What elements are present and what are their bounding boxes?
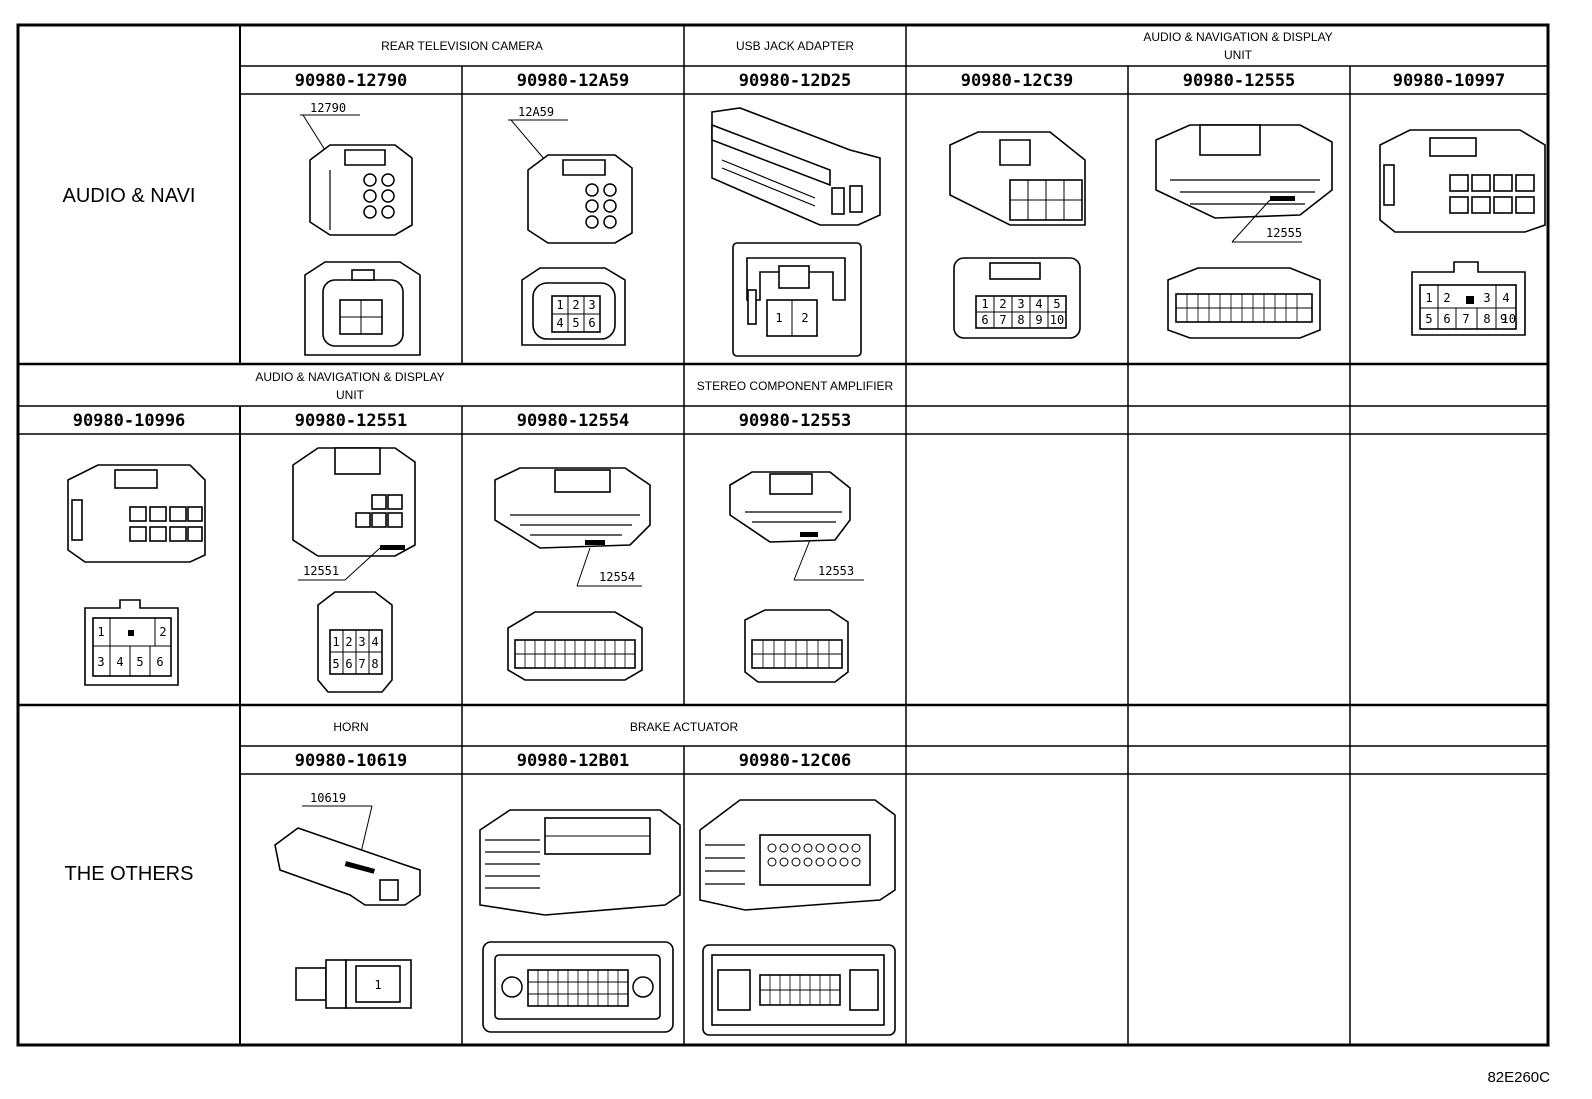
pin-number: 2 [999, 297, 1006, 311]
callout-label: 12553 [818, 564, 854, 578]
pin-number: 1 [981, 297, 988, 311]
connector-12D25: 1 2 [711, 107, 881, 357]
pin-number: 3 [1483, 291, 1490, 305]
part-number: 90980-12C06 [739, 751, 852, 771]
callout-label: 12551 [303, 564, 339, 578]
part-number: 90980-10996 [73, 411, 186, 431]
pin-number: 3 [588, 298, 595, 312]
pin-number: 2 [801, 311, 808, 325]
pin-number: 5 [136, 655, 143, 669]
group-audio-nav-unit: AUDIO & NAVIGATION & DISPLAY [1143, 30, 1332, 44]
part-number: 90980-12554 [517, 411, 630, 431]
part-number: 90980-10619 [295, 751, 408, 771]
group-rear-camera: REAR TELEVISION CAMERA [381, 39, 543, 53]
pin-number: 9 [1035, 313, 1042, 327]
pin-number: 7 [358, 657, 365, 671]
pin-number: 3 [358, 635, 365, 649]
pin-number: 9 [1500, 312, 1507, 326]
callout-label: 12555 [1266, 226, 1302, 240]
connector-12790: 12790 [300, 101, 421, 356]
part-number: 90980-12D25 [739, 71, 852, 91]
group-stereo-amp: STEREO COMPONENT AMPLIFIER [697, 379, 894, 393]
group-brake-actuator: BRAKE ACTUATOR [630, 720, 739, 734]
pin-number: 3 [1017, 297, 1024, 311]
pin-number: 6 [981, 313, 988, 327]
group-audio-nav-unit-2-line2: UNIT [336, 388, 365, 402]
pin-number: 6 [1443, 312, 1450, 326]
part-number: 90980-12C39 [961, 71, 1074, 91]
pin-number: 10 [1050, 313, 1064, 327]
connector-12551: 12551 1 2 3 4 5 6 7 8 [292, 447, 416, 693]
pin-number: 1 [374, 978, 381, 992]
pin-number: 8 [1017, 313, 1024, 327]
connector-12554: 12554 [494, 467, 651, 681]
callout-label: 12790 [310, 101, 346, 115]
pin-number: 2 [345, 635, 352, 649]
part-number: 90980-12551 [295, 411, 408, 431]
connector-12A59: 12A59 1 2 3 4 5 6 [508, 105, 633, 346]
part-number: 90980-12A59 [517, 71, 630, 91]
pin-number: 1 [1425, 291, 1432, 305]
pin-number: 5 [332, 657, 339, 671]
part-number: 90980-12B01 [517, 751, 630, 771]
pin-number: 7 [999, 313, 1006, 327]
pin-number: 6 [156, 655, 163, 669]
category-audio-navi: AUDIO & NAVI [63, 185, 196, 207]
pin-number: 10 [1502, 312, 1516, 326]
group-usb-adapter: USB JACK ADAPTER [736, 39, 854, 53]
part-number: 90980-12790 [295, 71, 408, 91]
pin-number: 5 [572, 316, 579, 330]
pin-number: 6 [345, 657, 352, 671]
connector-10997: 1 2 3 4 5 6 7 8 9 10 [1379, 129, 1546, 336]
pin-number: 2 [1443, 291, 1450, 305]
connector-12553: 12553 [729, 471, 864, 683]
pin-number: 1 [332, 635, 339, 649]
pin-number: 1 [775, 311, 782, 325]
connector-10996: 1 2 3 4 5 6 [67, 464, 206, 686]
pin-number: 1 [556, 298, 563, 312]
pin-number: 4 [371, 635, 378, 649]
group-audio-nav-unit-line2: UNIT [1224, 48, 1253, 62]
pin-number: 4 [1035, 297, 1042, 311]
pin-number: 6 [588, 316, 595, 330]
connector-10619: 10619 1 [274, 791, 421, 1009]
pin-number: 3 [97, 655, 104, 669]
connector-12C06 [699, 799, 896, 1036]
category-the-others: THE OTHERS [65, 863, 194, 885]
connector-12555: 12555 [1155, 124, 1333, 339]
pin-number: 7 [1462, 312, 1469, 326]
pin-number: 1 [97, 625, 104, 639]
part-number: 90980-10997 [1393, 71, 1506, 91]
connector-12C39: 1 2 3 4 5 6 7 8 9 10 [949, 131, 1086, 339]
callout-label: 10619 [310, 791, 346, 805]
pin-number: 2 [159, 625, 166, 639]
part-number: 90980-12555 [1183, 71, 1296, 91]
group-audio-nav-unit-2: AUDIO & NAVIGATION & DISPLAY [255, 370, 444, 384]
pin-number: 8 [371, 657, 378, 671]
connector-12B01 [479, 809, 681, 1033]
table-grid [16, 23, 1550, 1047]
pin-number: 5 [1425, 312, 1432, 326]
pin-number: 4 [116, 655, 123, 669]
callout-label: 12A59 [518, 105, 554, 119]
callout-label: 12554 [599, 570, 635, 584]
pin-number: 2 [572, 298, 579, 312]
pin-number: 4 [556, 316, 563, 330]
figure-code: 82E260C [1487, 1069, 1550, 1086]
part-number: 90980-12553 [739, 411, 852, 431]
pin-number: 4 [1502, 291, 1509, 305]
pin-number: 5 [1053, 297, 1060, 311]
pin-number: 8 [1483, 312, 1490, 326]
group-horn: HORN [333, 720, 368, 734]
